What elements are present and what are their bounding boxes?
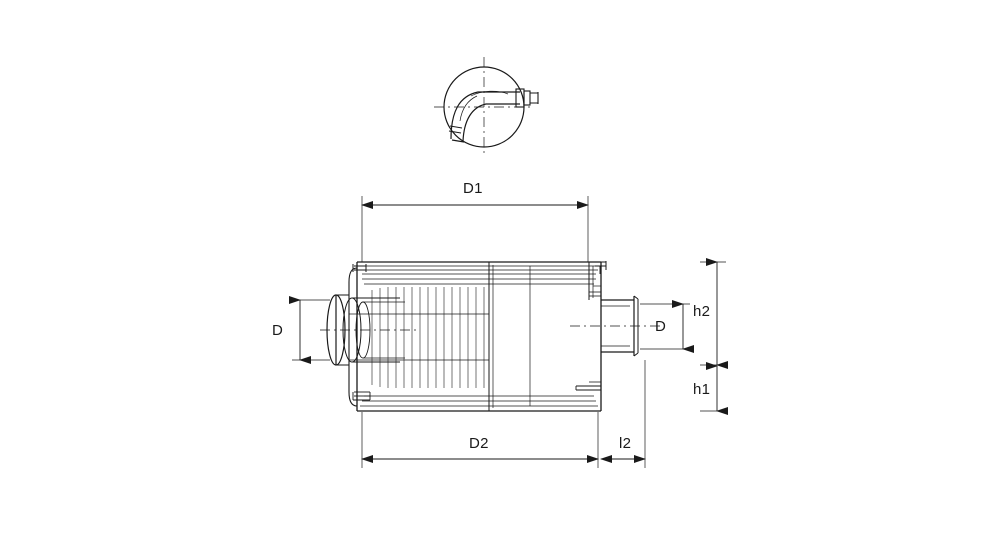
dimension-label-h2: h2: [693, 303, 711, 320]
main-section-view: [289, 196, 728, 468]
dimension-label-D1: D1: [463, 180, 483, 197]
dimension-label-D-right: D: [655, 318, 667, 335]
inlet-elbow-detail-view: [434, 57, 539, 157]
dimension-label-l2: l2: [619, 435, 632, 452]
dimension-label-D2: D2: [469, 435, 489, 452]
dimension-label-h1: h1: [693, 381, 711, 398]
dimension-label-D-left: D: [272, 322, 284, 339]
